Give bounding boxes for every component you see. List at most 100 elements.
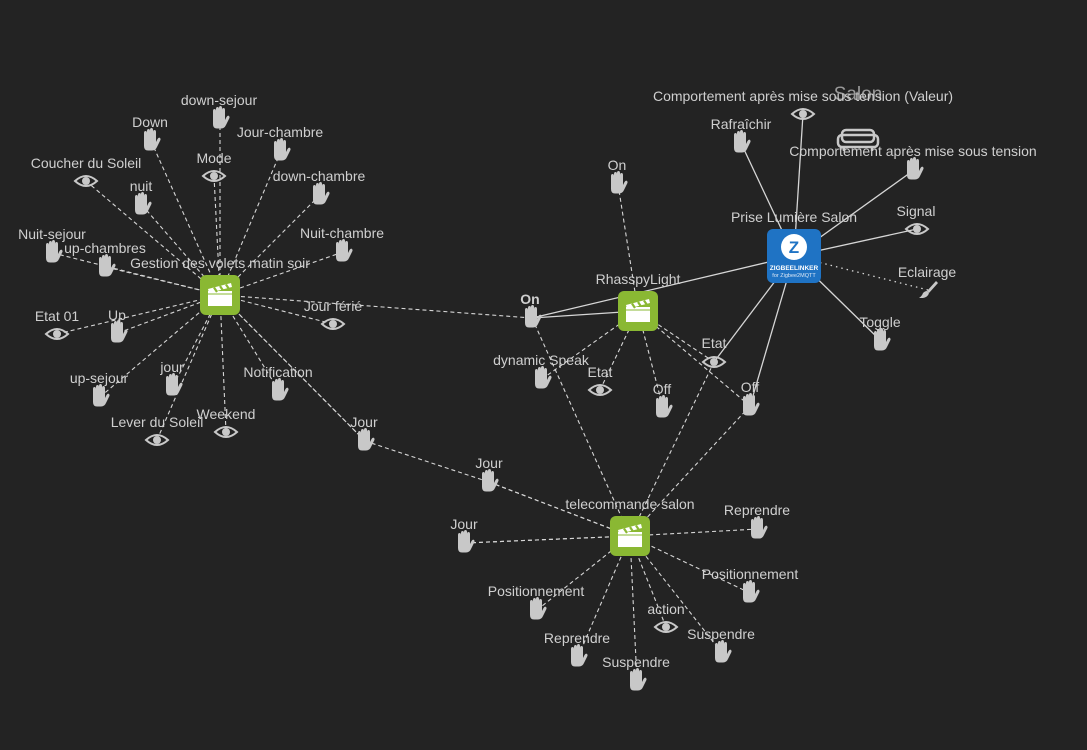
eye-icon[interactable]	[44, 328, 70, 340]
hand-icon[interactable]	[611, 171, 628, 194]
graph-node[interactable]: Off	[653, 381, 673, 418]
hand-icon[interactable]	[111, 320, 128, 343]
hand-icon[interactable]	[530, 597, 547, 620]
hand-icon[interactable]	[482, 469, 499, 492]
graph-node[interactable]: jour	[159, 359, 184, 396]
graph-node[interactable]: Up	[108, 307, 128, 343]
room-group[interactable]: Salon	[834, 84, 883, 151]
sofa-icon[interactable]	[836, 128, 880, 151]
hand-icon[interactable]	[715, 640, 732, 663]
graph-node[interactable]: Comportement après mise sous tension (Va…	[653, 88, 953, 120]
node-label: Jour	[450, 516, 478, 532]
graph-node[interactable]: Etat	[587, 364, 613, 396]
hand-icon[interactable]	[734, 130, 751, 153]
hand-icon[interactable]	[99, 254, 116, 277]
hand-icon[interactable]	[313, 182, 330, 205]
hand-icon[interactable]	[93, 384, 110, 407]
hub-volets[interactable]: Gestion des volets matin soir	[130, 255, 310, 315]
graph-node[interactable]: down-chambre	[273, 168, 366, 205]
hand-icon[interactable]	[46, 240, 63, 263]
hand-icon[interactable]	[630, 668, 647, 691]
edge	[219, 294, 334, 325]
eye-icon[interactable]	[320, 318, 346, 330]
graph-node[interactable]: On	[520, 291, 542, 328]
graph-node[interactable]: Suspendre	[602, 654, 670, 691]
hand-icon[interactable]	[166, 373, 183, 396]
graph-node[interactable]: up-sejour	[70, 370, 129, 407]
edge	[637, 310, 664, 409]
hand-icon[interactable]	[656, 395, 673, 418]
hand-icon[interactable]	[743, 393, 760, 416]
eye-icon[interactable]	[653, 621, 679, 633]
graph-node[interactable]: Etat 01	[35, 308, 80, 340]
hand-icon[interactable]	[743, 580, 760, 603]
hand-icon[interactable]	[144, 128, 161, 151]
hand-icon[interactable]	[274, 138, 291, 161]
graph-node[interactable]: Mode	[196, 150, 232, 182]
hand-icon[interactable]	[907, 157, 924, 180]
hand-icon[interactable]	[358, 428, 375, 451]
graph-node[interactable]: Etat	[701, 335, 727, 368]
node-label: Nuit-sejour	[18, 226, 86, 242]
hand-icon[interactable]	[535, 366, 552, 389]
hand-icon[interactable]	[213, 106, 230, 129]
node-label: Jour-chambre	[237, 124, 324, 140]
graph-node[interactable]: Weekend	[197, 406, 256, 438]
edge	[629, 535, 723, 654]
graph-node[interactable]: Notification	[243, 364, 313, 401]
eye-icon[interactable]	[144, 434, 170, 446]
eye-icon[interactable]	[73, 175, 99, 187]
graph-node[interactable]: Suspendre	[687, 626, 755, 663]
graph-node[interactable]: down-sejour	[181, 92, 258, 129]
node-label: up-sejour	[70, 370, 129, 386]
hub-telecommande[interactable]: telecommande salon	[565, 496, 695, 556]
edge	[85, 180, 221, 296]
eye-icon[interactable]	[904, 223, 930, 235]
hand-icon[interactable]	[458, 530, 475, 553]
hand-icon[interactable]	[571, 644, 588, 667]
graph-node[interactable]: Nuit-sejour	[18, 226, 86, 263]
hand-icon[interactable]	[874, 328, 891, 351]
graph-node[interactable]: dynamic Speak	[493, 352, 590, 389]
graph-node[interactable]: Jour férié	[304, 298, 363, 330]
eye-icon[interactable]	[701, 356, 727, 368]
graph-node[interactable]: Jour	[450, 516, 478, 553]
node-label: Jour	[350, 414, 378, 430]
node-label: Jour	[475, 455, 503, 471]
graph-node[interactable]: action	[647, 601, 685, 633]
graph-node[interactable]: Toggle	[859, 314, 901, 351]
brush-icon[interactable]	[919, 281, 938, 298]
eye-icon[interactable]	[201, 170, 227, 182]
hub-rhasspy[interactable]: RhasspyLight	[596, 271, 681, 331]
hand-icon[interactable]	[751, 516, 768, 539]
graph-node[interactable]: Positionnement	[702, 566, 799, 603]
graph-node[interactable]: Comportement après mise sous tension	[789, 143, 1037, 180]
graph-node[interactable]: Down	[132, 114, 168, 151]
hand-icon[interactable]	[525, 305, 542, 328]
graph-node[interactable]: Off	[741, 379, 760, 416]
graph-node[interactable]: up-chambres	[64, 240, 146, 277]
graph-node[interactable]: Signal	[897, 203, 936, 235]
graph-node[interactable]: Jour-chambre	[237, 124, 324, 161]
graph-node[interactable]: Jour	[350, 414, 378, 451]
graph-node[interactable]: Coucher du Soleil	[31, 155, 142, 187]
graph-node[interactable]: Lever du Soleil	[111, 414, 204, 446]
graph-node[interactable]: nuit	[130, 178, 153, 215]
graph-node[interactable]: Nuit-chambre	[300, 225, 384, 262]
hand-icon[interactable]	[336, 239, 353, 262]
graph-node[interactable]: Reprendre	[544, 630, 610, 667]
graph-node[interactable]: Positionnement	[488, 583, 585, 620]
graph-node[interactable]: On	[608, 157, 628, 194]
hub-label: RhasspyLight	[596, 271, 681, 287]
eye-icon[interactable]	[790, 108, 816, 120]
eye-icon[interactable]	[213, 426, 239, 438]
graph-node[interactable]: Eclairage	[898, 264, 957, 298]
hand-icon[interactable]	[272, 378, 289, 401]
graph-node[interactable]: Rafraîchir	[711, 116, 772, 153]
hand-icon[interactable]	[135, 192, 152, 215]
eye-icon[interactable]	[587, 384, 613, 396]
graph-node[interactable]: Reprendre	[724, 502, 790, 539]
graph-node[interactable]: Jour	[475, 455, 503, 492]
